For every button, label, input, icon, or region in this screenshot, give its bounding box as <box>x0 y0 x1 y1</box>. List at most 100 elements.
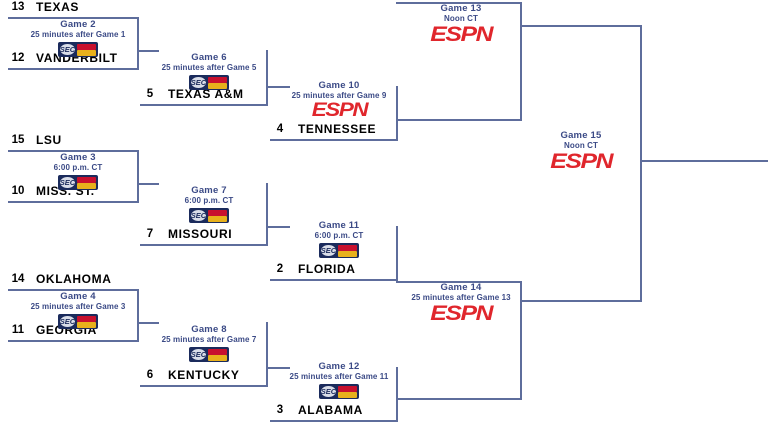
sec-oval-label: SEC <box>320 245 337 255</box>
rule-oklahoma <box>8 289 139 291</box>
game12-time: 25 minutes after Game 11 <box>289 372 389 381</box>
espn-logo-icon: ESPN <box>311 100 368 121</box>
rule-alabama <box>270 420 398 422</box>
feeder-game2-to-game6 <box>137 50 159 52</box>
name-texas-am: TEXAS A&M <box>168 87 244 101</box>
team-missouri[interactable]: 7 MISSOURI <box>140 226 232 242</box>
seed-lsu: 15 <box>11 134 25 146</box>
rule-missst <box>8 201 139 203</box>
game10-title: Game 10 <box>318 80 360 91</box>
game-info-game10: Game 10 25 minutes after Game 9 ESPN <box>280 80 398 121</box>
seed-tennessee: 4 <box>276 123 284 135</box>
team-texas[interactable]: 13 TEXAS <box>8 0 79 15</box>
connector-game8-right <box>266 322 268 387</box>
rule-georgia <box>8 340 139 342</box>
game-info-game3: Game 3 6:00 p.m. CT SEC <box>18 152 138 191</box>
connector-game15-right <box>640 25 642 302</box>
connector-game10-right <box>396 86 398 141</box>
name-lsu: LSU <box>36 133 62 147</box>
name-alabama: ALABAMA <box>298 403 363 417</box>
seed-vanderbilt: 12 <box>11 52 25 64</box>
team-lsu[interactable]: 15 LSU <box>8 132 62 148</box>
rule-texas-am <box>140 104 268 106</box>
game11-title: Game 11 <box>318 220 360 231</box>
name-florida: FLORIDA <box>298 262 356 276</box>
game7-time: 6:00 p.m. CT <box>184 196 234 205</box>
seed-oklahoma: 14 <box>11 273 25 285</box>
espn-logo-icon: ESPN <box>430 302 493 325</box>
seed-georgia: 11 <box>11 324 25 336</box>
game-info-game6: Game 6 25 minutes after Game 5 SEC <box>150 52 268 91</box>
team-alabama[interactable]: 3 ALABAMA <box>270 402 363 418</box>
connector-game11-right <box>396 226 398 281</box>
sec-network-icon: SEC <box>189 75 229 91</box>
game-info-game4: Game 4 25 minutes after Game 3 SEC <box>18 291 138 330</box>
feeder-game3-to-game7 <box>137 183 159 185</box>
game8-time: 25 minutes after Game 7 <box>161 335 257 344</box>
rule-vanderbilt <box>8 68 139 70</box>
game2-title: Game 2 <box>60 19 96 30</box>
team-oklahoma[interactable]: 14 OKLAHOMA <box>8 271 111 287</box>
rule-tennessee <box>270 139 398 141</box>
game15-time: Noon CT <box>563 141 599 150</box>
sec-network-icon: SEC <box>58 42 98 58</box>
connector-game7-right <box>266 183 268 246</box>
seed-florida: 2 <box>276 263 284 275</box>
seed-miss-st: 10 <box>11 185 25 197</box>
name-kentucky: KENTUCKY <box>168 368 240 382</box>
name-oklahoma: OKLAHOMA <box>36 272 112 286</box>
seed-texas-am: 5 <box>146 88 154 100</box>
sec-oval-label: SEC <box>190 77 207 87</box>
feeder-game6-to-game10 <box>266 86 290 88</box>
rule-game13-top <box>396 2 522 4</box>
sec-network-icon: SEC <box>319 243 359 259</box>
team-texas-am[interactable]: 5 TEXAS A&M <box>140 86 244 102</box>
team-kentucky[interactable]: 6 KENTUCKY <box>140 367 239 383</box>
sec-network-icon: SEC <box>58 314 98 330</box>
espn-logo-icon: ESPN <box>430 23 493 46</box>
connector-game14-right <box>520 281 522 400</box>
rule-kentucky <box>140 385 268 387</box>
sec-oval-label: SEC <box>190 210 207 220</box>
sec-network-icon: SEC <box>319 384 359 400</box>
game4-time: 25 minutes after Game 3 <box>30 302 126 311</box>
rule-florida <box>270 279 398 281</box>
game14-title: Game 14 <box>440 282 482 293</box>
connector-game13-right <box>520 2 522 121</box>
team-florida[interactable]: 2 FLORIDA <box>270 261 356 277</box>
espn-logo-icon: ESPN <box>550 150 613 173</box>
game-info-game2: Game 2 25 minutes after Game 1 SEC <box>18 19 138 58</box>
rule-texas <box>8 17 139 19</box>
team-tennessee[interactable]: 4 TENNESSEE <box>270 121 376 137</box>
game14-time: 25 minutes after Game 13 <box>411 293 511 302</box>
game-info-game12: Game 12 25 minutes after Game 11 SEC <box>280 361 398 400</box>
feeder-game4-to-game8 <box>137 322 159 324</box>
game15-title: Game 15 <box>560 130 602 141</box>
rule-game14-top <box>396 281 522 283</box>
game8-title: Game 8 <box>191 324 227 335</box>
game7-title: Game 7 <box>191 185 227 196</box>
connector-game6-right <box>266 50 268 106</box>
game13-time: Noon CT <box>443 14 479 23</box>
game-info-game7: Game 7 6:00 p.m. CT SEC <box>150 185 268 224</box>
game3-title: Game 3 <box>60 152 96 163</box>
game4-title: Game 4 <box>60 291 96 302</box>
sec-oval-label: SEC <box>59 177 76 187</box>
name-texas: TEXAS <box>36 0 80 14</box>
game13-title: Game 13 <box>440 3 482 14</box>
seed-alabama: 3 <box>276 404 284 416</box>
sec-oval-label: SEC <box>320 386 337 396</box>
feeder-game8-to-game12 <box>266 367 290 369</box>
sec-oval-label: SEC <box>59 44 76 54</box>
feeder-game7-to-game11 <box>266 226 290 228</box>
game-info-game11: Game 11 6:00 p.m. CT SEC <box>280 220 398 259</box>
connector-game12-right <box>396 367 398 422</box>
game11-time: 6:00 p.m. CT <box>314 231 364 240</box>
rule-game15-top <box>520 25 642 27</box>
game-info-game13: Game 13 Noon CT ESPN <box>402 3 520 46</box>
name-tennessee: TENNESSEE <box>298 122 377 136</box>
seed-kentucky: 6 <box>146 369 154 381</box>
sec-network-icon: SEC <box>189 208 229 224</box>
game10-time: 25 minutes after Game 9 <box>291 91 387 100</box>
